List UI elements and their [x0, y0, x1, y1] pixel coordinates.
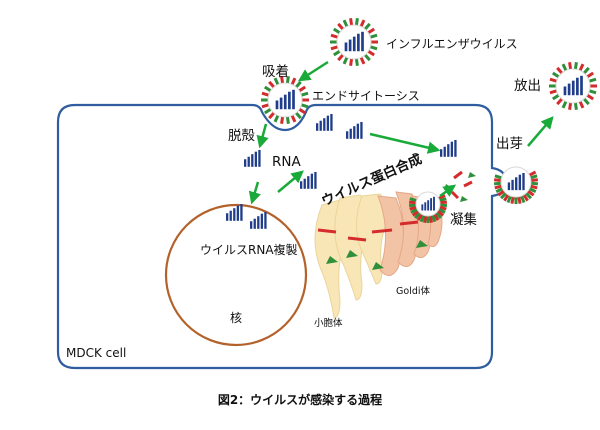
rna-cluster [316, 114, 333, 131]
label-uncoating: 脱殻 [228, 128, 255, 144]
label-nucleus: 核 [230, 311, 242, 325]
rna-segments [226, 114, 457, 229]
arrow-rna-to-nucleus [248, 181, 261, 205]
arrow-to-assembly [439, 184, 457, 198]
arrow-nucleus-to-protein [277, 170, 304, 193]
arrow-uncoating [256, 123, 269, 149]
virion-outside-rna [344, 31, 364, 52]
virion-budding [493, 166, 539, 204]
label-rna: RNA [272, 154, 301, 170]
label-viral-rna-replication: ウイルスRNA複製 [200, 242, 298, 257]
rna-cluster [300, 172, 317, 189]
virion-outside [330, 18, 378, 66]
label-influenza-virus: インフルエンザウイルス [386, 37, 518, 51]
label-budding: 出芽 [496, 136, 523, 152]
virion-released-rna [563, 75, 583, 96]
rna-cluster [346, 122, 363, 139]
virion-endocytosis [261, 76, 309, 124]
rna-cluster [226, 204, 243, 221]
arrow-rna-to-assembly [369, 132, 441, 154]
rna-cluster [440, 140, 457, 157]
virion-assembly-rna [421, 196, 435, 211]
arrow-release [527, 116, 554, 147]
arrow-adsorption [297, 60, 329, 82]
virion-endocytosis-rna [275, 89, 295, 110]
rna-cluster [244, 150, 261, 167]
viral-protein-markers [317, 220, 428, 270]
label-assembly: 凝集 [450, 212, 477, 228]
label-adsorption: 吸着 [262, 63, 289, 80]
label-endocytosis: エンドサイトーシス [312, 89, 420, 103]
assembly-fragments [444, 170, 476, 202]
nucleus [164, 203, 308, 347]
process-arrows [248, 60, 554, 205]
label-cell: MDCK cell [66, 346, 126, 360]
rna-cluster [250, 212, 267, 229]
label-vesicle: 小胞体 [314, 317, 343, 329]
label-golgi: Goldi体 [396, 285, 430, 297]
cell-membrane [56, 103, 508, 370]
virion-released [549, 62, 597, 110]
virion-budding-rna [507, 173, 525, 191]
figure-caption: 図2：ウイルスが感染する過程 [218, 392, 382, 407]
label-release: 放出 [514, 78, 541, 94]
